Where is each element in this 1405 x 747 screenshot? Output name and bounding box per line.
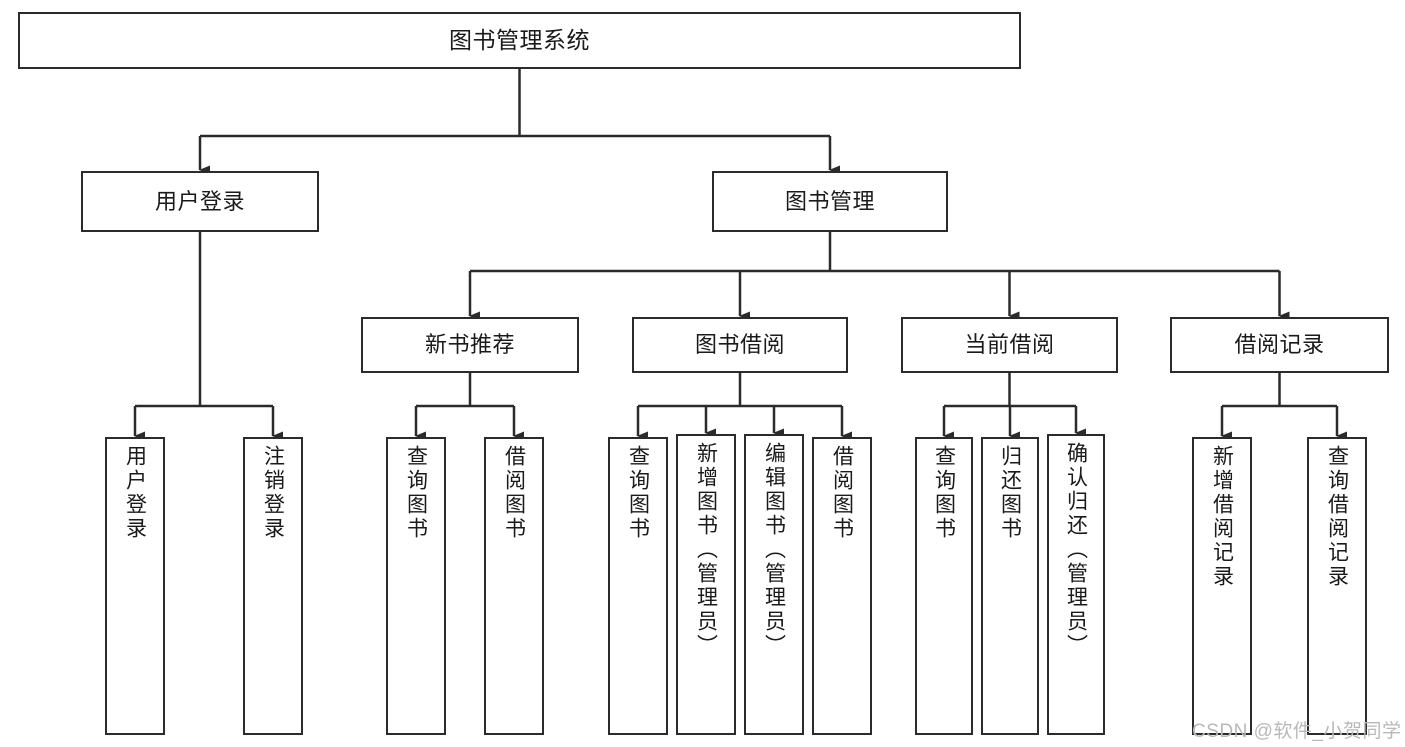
node-label: 编辑图书（管理员）: [762, 442, 786, 658]
node-leaf-borrow-book[interactable]: 借阅图书: [812, 437, 872, 735]
node-current-borrow[interactable]: 当前借阅: [901, 317, 1118, 373]
node-label: 图书管理: [784, 188, 875, 214]
node-leaf-return-book[interactable]: 归还图书: [981, 437, 1039, 735]
node-leaf-add-book[interactable]: 新增图书（管理员）: [676, 434, 736, 735]
node-label: 新增借阅记录: [1210, 445, 1234, 589]
node-leaf-user-login[interactable]: 用户登录: [105, 437, 165, 735]
node-leaf-add-record[interactable]: 新增借阅记录: [1192, 437, 1252, 735]
node-borrow-record[interactable]: 借阅记录: [1170, 317, 1389, 373]
node-label: 当前借阅: [964, 332, 1055, 358]
node-leaf-cur-query[interactable]: 查询图书: [915, 437, 973, 735]
node-label: 查询图书: [626, 445, 650, 541]
node-label: 借阅记录: [1234, 332, 1325, 358]
node-label: 查询图书: [932, 445, 956, 541]
node-leaf-borrow-query[interactable]: 查询图书: [608, 437, 668, 735]
node-leaf-rec-borrow[interactable]: 借阅图书: [484, 437, 544, 735]
node-label: 借阅图书: [830, 445, 854, 541]
node-label: 新增图书（管理员）: [694, 442, 718, 658]
node-user-login[interactable]: 用户登录: [81, 171, 319, 232]
node-label: 新书推荐: [424, 332, 515, 358]
node-book-manage[interactable]: 图书管理: [712, 171, 948, 232]
node-label: 借阅图书: [502, 445, 526, 541]
node-label: 确认归还（管理员）: [1064, 442, 1088, 658]
node-label: 用户登录: [123, 445, 147, 541]
node-label: 用户登录: [154, 188, 245, 214]
node-leaf-confirm-return[interactable]: 确认归还（管理员）: [1047, 434, 1105, 735]
node-label: 归还图书: [998, 445, 1022, 541]
node-label: 查询借阅记录: [1325, 445, 1349, 589]
watermark: CSDN @软件_小贺同学: [1192, 721, 1402, 742]
node-book-borrow[interactable]: 图书借阅: [632, 317, 848, 373]
node-label: 注销登录: [261, 445, 285, 541]
node-new-book-rec[interactable]: 新书推荐: [361, 317, 579, 373]
node-root[interactable]: 图书管理系统: [18, 12, 1021, 69]
node-leaf-rec-query[interactable]: 查询图书: [386, 437, 446, 735]
node-leaf-logout[interactable]: 注销登录: [243, 437, 303, 735]
node-label: 图书借阅: [694, 332, 785, 358]
node-label: 查询图书: [404, 445, 428, 541]
node-leaf-edit-book[interactable]: 编辑图书（管理员）: [744, 434, 804, 735]
node-label: 图书管理系统: [449, 26, 590, 53]
node-leaf-query-record[interactable]: 查询借阅记录: [1307, 437, 1367, 735]
